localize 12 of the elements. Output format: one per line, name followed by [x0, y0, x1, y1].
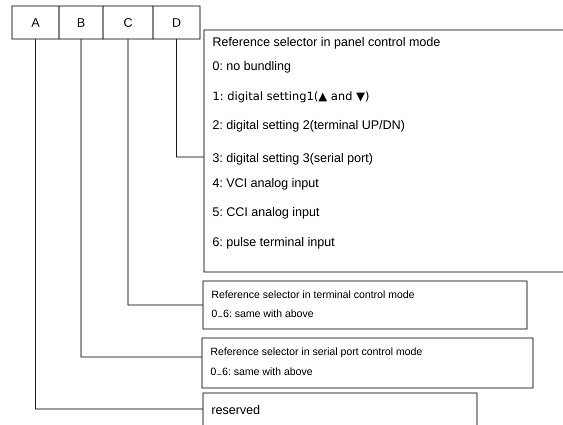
connector-line	[176, 39, 204, 158]
code-cell: A	[12, 6, 60, 40]
description-box: reserved	[202, 392, 478, 425]
description-box: Reference selector in panel control mode 0: no bundling 1: digital setting1(▲ and ▼) 2: digital setting 2(terminal UP/DN) 3: digital setting 3(serial port) 4: VCI analog input 5: CCI analog input 6: pulse terminal input	[204, 30, 563, 272]
code-cell: B	[58, 6, 104, 40]
code-cell: C	[102, 6, 154, 40]
connector-line	[128, 39, 203, 306]
description-box: Reference selector in terminal control mode 0$_{∼}$6: same with above	[202, 280, 528, 330]
connector-line	[35, 39, 203, 410]
code-cell: D	[152, 6, 200, 40]
connector-line	[80, 39, 202, 358]
description-box: Reference selector in serial port control mode 0$_{∼}$6: same with above	[202, 338, 534, 388]
